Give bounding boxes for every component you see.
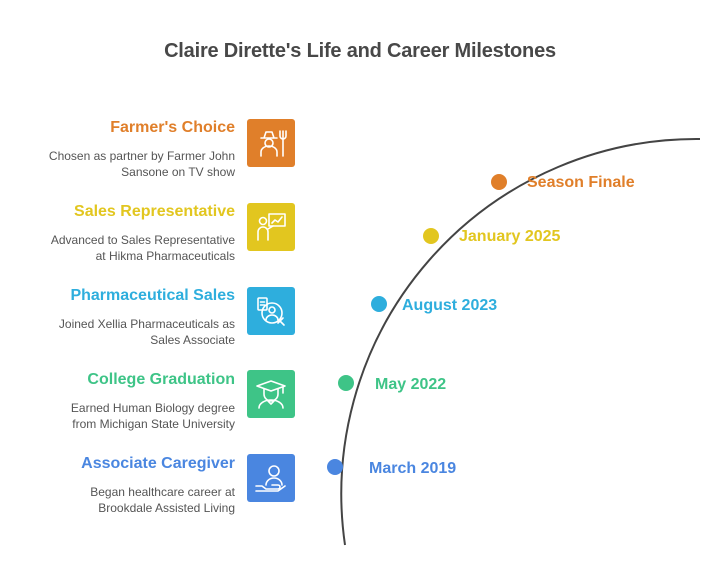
- presentation-icon: [257, 213, 286, 241]
- farmer-icon: [260, 130, 287, 157]
- graduate-icon: [256, 380, 286, 409]
- timeline-curve: [340, 137, 701, 546]
- milestone-icon-box: [247, 454, 295, 502]
- timeline-dot: [327, 459, 343, 475]
- timeline-dot: [491, 174, 507, 190]
- timeline-dot: [338, 375, 354, 391]
- milestone-title: Pharmaceutical Sales: [70, 287, 235, 304]
- timeline-dot: [371, 296, 387, 312]
- medical-rep-icon: [257, 297, 285, 326]
- milestone-icon-box: [247, 287, 295, 335]
- milestone-title: College Graduation: [87, 371, 235, 388]
- milestone-icon-box: [247, 203, 295, 251]
- milestone-date: August 2023: [402, 297, 498, 314]
- milestone-date: May 2022: [375, 376, 447, 393]
- milestone-title: Sales Representative: [74, 203, 235, 220]
- milestone-description: Began healthcare career at Brookdale Ass…: [90, 485, 235, 515]
- milestone-title: Associate Caregiver: [81, 455, 235, 472]
- milestone-icon-box: [247, 370, 295, 418]
- timeline-dot: [423, 228, 439, 244]
- milestone-title: Farmer's Choice: [110, 119, 235, 136]
- milestone-date: Season Finale: [527, 174, 635, 191]
- milestone-description: Advanced to Sales Representative at Hikm…: [50, 233, 235, 263]
- milestone-description: Joined Xellia Pharmaceuticals as Sales A…: [58, 317, 235, 347]
- caregiver-icon: [255, 465, 286, 492]
- milestone-icon-box: [247, 119, 295, 167]
- milestone-description: Chosen as partner by Farmer John Sansone…: [48, 149, 235, 179]
- milestone-description: Earned Human Biology degree from Michiga…: [70, 401, 235, 431]
- page-title: Claire Dirette's Life and Career Milesto…: [164, 40, 556, 62]
- milestone-date: January 2025: [459, 228, 561, 245]
- milestone-date: March 2019: [369, 460, 457, 477]
